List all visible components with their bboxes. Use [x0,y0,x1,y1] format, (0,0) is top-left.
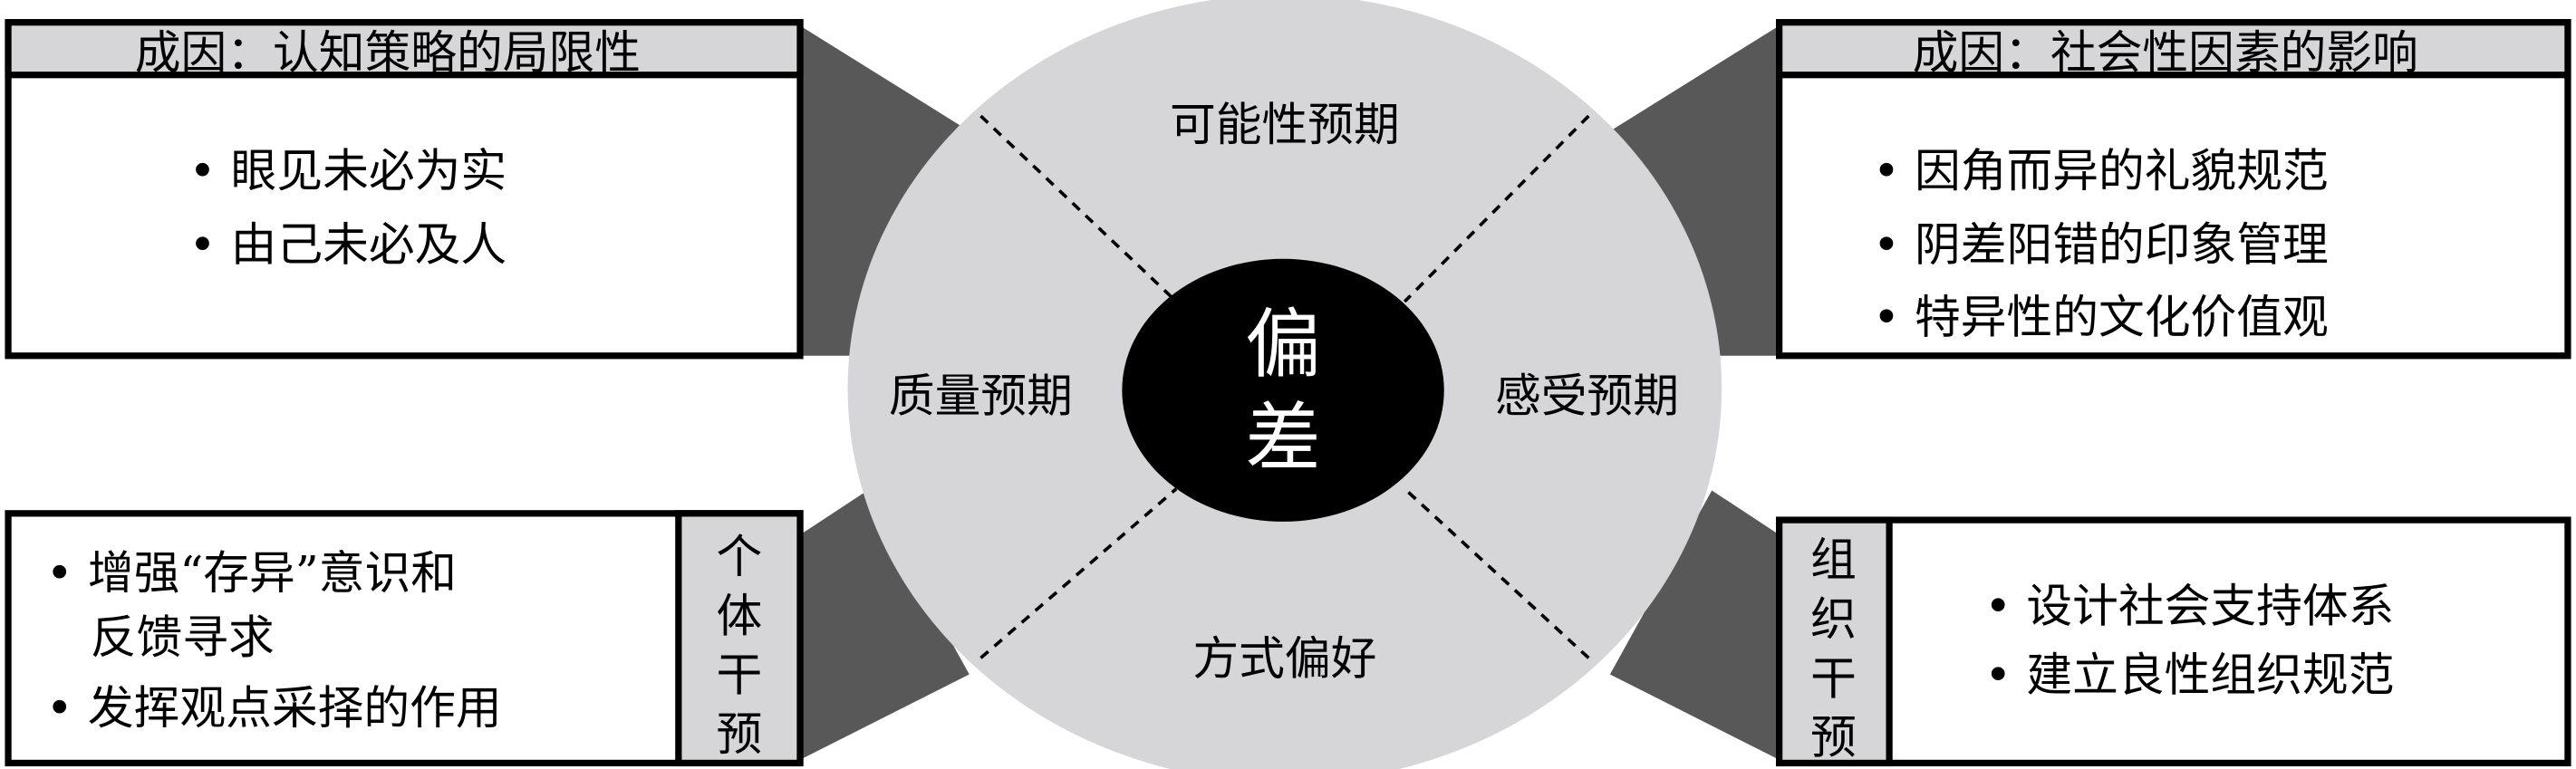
individual-label-char: 个 [717,530,763,583]
connector-top-left [799,25,967,356]
core-label-1: 偏 [1245,301,1320,389]
cause-cognitive-box: 成因：认知策略的局限性 • 眼见未必为实 • 由己未必及人 [5,19,804,360]
list-item: • 增强“存异”意识和 [46,546,457,600]
segment-left: 质量预期 [889,369,1073,422]
individual-label-char: 体 [717,589,763,642]
list-item: • 发挥观点采择的作用 [46,681,502,735]
connector-bottom-left [799,490,970,760]
cause-social-title: 成因：社会性因素的影响 [1913,25,2418,79]
cause-social-box: 成因：社会性因素的影响 • 因角而异的礼貌规范 • 阴差阳错的印象管理 • 特异… [1776,19,2571,360]
segment-top: 可能性预期 [1170,98,1400,151]
organizational-label-char: 组 [1810,533,1857,587]
individual-label-char: 干 [717,649,763,702]
segment-bottom: 方式偏好 [1192,632,1376,686]
list-item: • 阴差阳错的印象管理 [1873,218,2329,272]
connector-bottom-right [1609,490,1780,760]
connector-top-right [1613,25,1780,356]
individual-intervention-box: 个 体 干 预 • 增强“存异”意识和 反馈寻求 • 发挥观点采择的作用 [5,510,804,767]
list-item: • 眼见未必为实 [189,144,507,197]
organizational-label-char: 织 [1810,592,1857,646]
core-label-2: 差 [1245,394,1320,482]
list-item: • 因角而异的礼貌规范 [1873,144,2329,197]
list-item: • 特异性的文化价值观 [1873,290,2329,343]
cause-cognitive-title: 成因：认知策略的局限性 [135,25,641,79]
segment-right: 感受预期 [1495,369,1679,422]
individual-label-char: 预 [717,707,763,761]
organizational-label-char: 预 [1810,711,1857,764]
bias-core [1122,258,1444,522]
list-item: 反馈寻求 [91,610,275,664]
organizational-label-char: 干 [1810,651,1857,705]
list-item: • 设计社会支持体系 [1984,579,2394,632]
list-item: • 建立良性组织规范 [1984,649,2394,702]
segment-dividers [979,114,1590,659]
list-item: • 由己未必及人 [189,218,507,272]
organizational-intervention-box: 组 织 干 预 • 设计社会支持体系 • 建立良性组织规范 [1776,516,2571,767]
